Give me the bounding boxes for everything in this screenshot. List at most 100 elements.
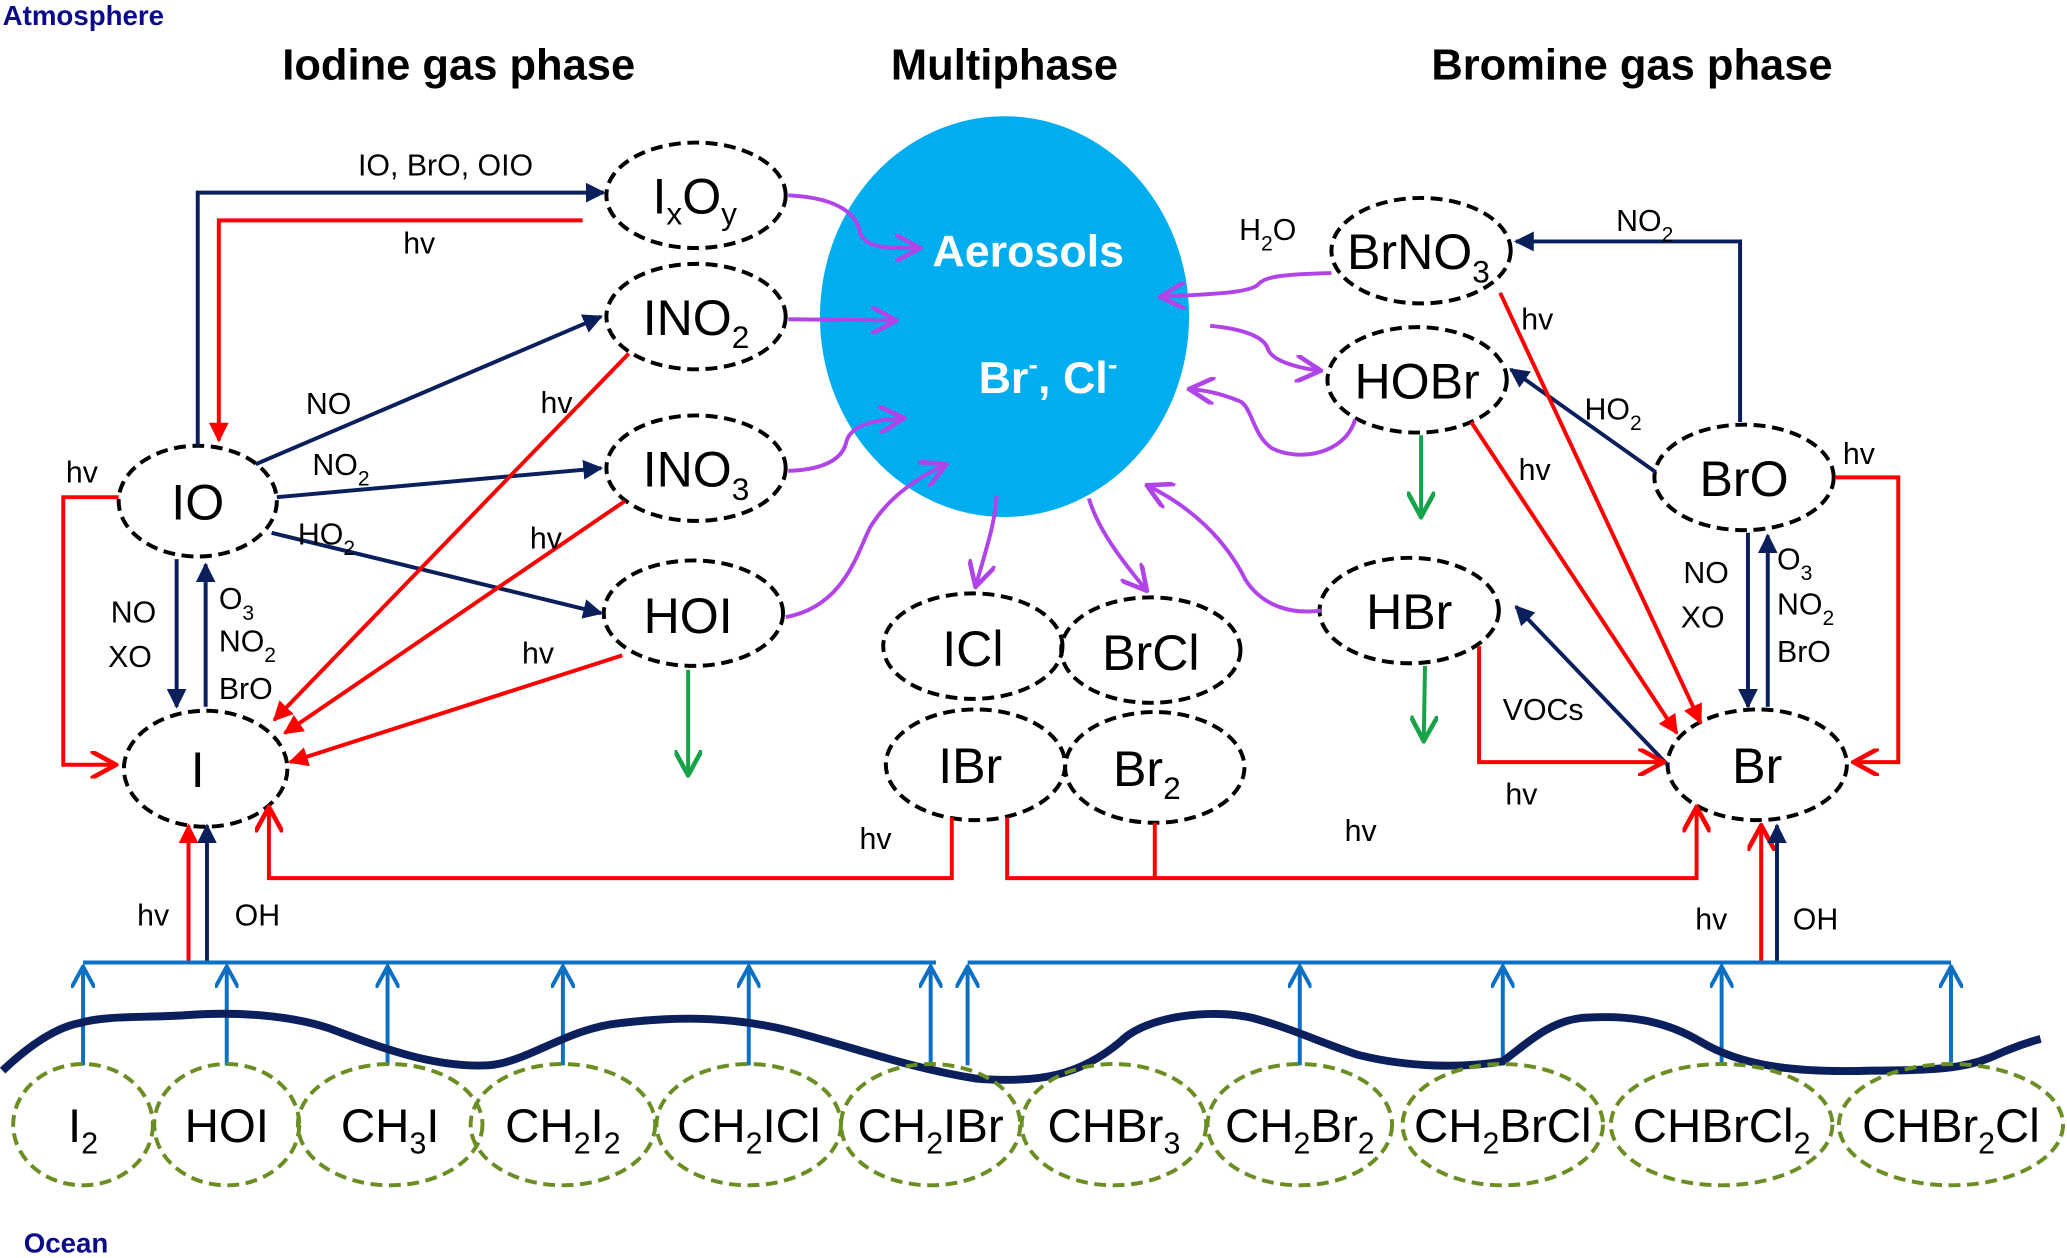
ocean-species: CHBr2Cl [1836, 1062, 2066, 1188]
ocean-species: I2 [11, 1062, 155, 1188]
svg-text:I2: I2 [68, 1100, 98, 1161]
svg-text:CH2I2: CH2I2 [505, 1100, 620, 1161]
label-vocs: VOCs [1503, 694, 1584, 727]
label-hv: hv [540, 387, 573, 420]
arrow-brno3-uptake [1160, 271, 1332, 297]
iodine-heading: Iodine gas phase [282, 41, 635, 89]
label-hv: hv [403, 227, 436, 260]
svg-text:IxOy: IxOy [652, 169, 737, 232]
arrow-ixoy-uptake [788, 193, 920, 248]
arrow-brno3-photolysis [1498, 292, 1703, 725]
aerosol-particle [819, 116, 1190, 517]
node-ino2: INO2 [604, 261, 788, 372]
ocean-species: CH2I2 [468, 1062, 658, 1188]
label-no: NO [1683, 557, 1728, 590]
label-hv: hv [1521, 304, 1554, 337]
label-hv: hv [522, 637, 555, 670]
node-icl: ICl [881, 591, 1065, 701]
arrow-aerosol-to-brcl [1086, 497, 1147, 590]
label-xo: XO [108, 641, 152, 674]
arrow-aerosol-to-icl [975, 495, 999, 587]
label-o3: O3 [1777, 544, 1812, 586]
ocean-species: HOI [152, 1062, 302, 1188]
arrow-io-to-hoi [271, 530, 604, 619]
label-no2: NO2 [312, 449, 369, 491]
svg-text:IO: IO [171, 475, 224, 531]
label-o3: O3 [219, 583, 254, 625]
label-hv: hv [530, 523, 563, 556]
svg-text:INO3: INO3 [643, 442, 750, 507]
arrow-hobr-photolysis [1469, 420, 1679, 735]
svg-text:CHBr3: CHBr3 [1047, 1100, 1180, 1161]
arrow-aerosol-to-hobr [1209, 323, 1321, 371]
label-no2: NO2 [1616, 205, 1673, 247]
svg-text:CH2BrCl: CH2BrCl [1414, 1100, 1592, 1161]
label-hv: hv [1695, 904, 1728, 937]
label-io-bro-oio: IO, BrO, OIO [358, 150, 533, 183]
node-brcl: BrCl [1059, 595, 1243, 705]
arrow-br-to-hbr [1514, 605, 1670, 767]
svg-text:I: I [191, 742, 205, 798]
label-xo: XO [1681, 602, 1725, 635]
label-bro: BrO [219, 673, 273, 706]
node-i: I [121, 708, 290, 829]
arrow-hoi-uptake [785, 464, 947, 620]
node-hoi: HOI [601, 558, 786, 668]
svg-text:CH2Br2: CH2Br2 [1225, 1100, 1375, 1161]
arrow-hoi-photolysis [288, 653, 623, 767]
atmosphere-label: Atmosphere [3, 0, 164, 31]
node-br: Br [1665, 707, 1849, 823]
svg-text:HOBr: HOBr [1355, 353, 1480, 409]
multiphase-heading: Multiphase [891, 41, 1118, 89]
arrow-ino3-photolysis [283, 499, 626, 735]
arrow-io-to-ixoy [195, 182, 606, 446]
arrow-bro-to-hobr [1509, 367, 1657, 474]
svg-text:HBr: HBr [1366, 584, 1452, 640]
ocean-label: Ocean [24, 1228, 109, 1258]
svg-text:HOI: HOI [185, 1100, 269, 1153]
node-ino3: INO3 [604, 413, 788, 523]
bromine-heading: Bromine gas phase [1431, 41, 1832, 89]
ocean-species-row: I2 HOI CH3I CH2I2 CH2ICl CH2IBr CHBr3 CH2Br2 CH2… [11, 1062, 2066, 1188]
arrow-hbr-uptake [1147, 485, 1322, 614]
svg-text:IBr: IBr [938, 738, 1002, 794]
node-ibr: IBr [883, 707, 1068, 823]
svg-text:BrO: BrO [1700, 451, 1789, 507]
node-bro: BrO [1652, 422, 1836, 533]
arrow-hbr-deposition [1424, 665, 1425, 741]
ocean-species: CH2Br2 [1205, 1062, 1395, 1188]
svg-text:CHBrCl2: CHBrCl2 [1633, 1100, 1811, 1161]
emission-arrows [83, 966, 1951, 1066]
node-hobr: HOBr [1325, 325, 1509, 435]
arrow-hbr-photolysis [1477, 646, 1664, 762]
ocean-species: CH3I [295, 1062, 485, 1188]
arrow-dihalogen-photolysis-to-br [1005, 807, 1696, 881]
label-hv: hv [137, 900, 170, 933]
node-io: IO [116, 443, 279, 559]
node-br2: Br2 [1063, 710, 1247, 825]
label-hv: hv [1345, 815, 1378, 848]
arrow-ino3-uptake [788, 418, 904, 473]
ocean-species: CH2BrCl [1400, 1062, 1605, 1188]
svg-text:CH2ICl: CH2ICl [677, 1100, 820, 1161]
arrow-ino2-uptake [788, 319, 896, 320]
label-no: NO [306, 388, 351, 421]
svg-text:Br: Br [1732, 738, 1782, 794]
arrow-ino2-photolysis [272, 352, 631, 722]
label-no2: NO2 [219, 625, 276, 667]
svg-text:BrNO3: BrNO3 [1347, 224, 1490, 289]
label-hv: hv [1843, 438, 1876, 471]
arrow-bro-photolysis [1834, 475, 1901, 762]
svg-text:BrCl: BrCl [1102, 625, 1199, 681]
aerosol-ions: Br-, Cl- [979, 350, 1118, 403]
svg-text:CH2IBr: CH2IBr [858, 1100, 1004, 1161]
label-bro: BrO [1777, 636, 1831, 669]
arrow-io-to-ino2 [254, 314, 603, 467]
arrow-hobr-uptake [1189, 389, 1358, 457]
svg-text:INO2: INO2 [643, 290, 750, 355]
label-ho2: HO2 [298, 519, 355, 561]
svg-text:CHBr2Cl: CHBr2Cl [1862, 1100, 2040, 1161]
label-no2: NO2 [1777, 588, 1834, 630]
aerosol-title: Aerosols [932, 226, 1124, 276]
